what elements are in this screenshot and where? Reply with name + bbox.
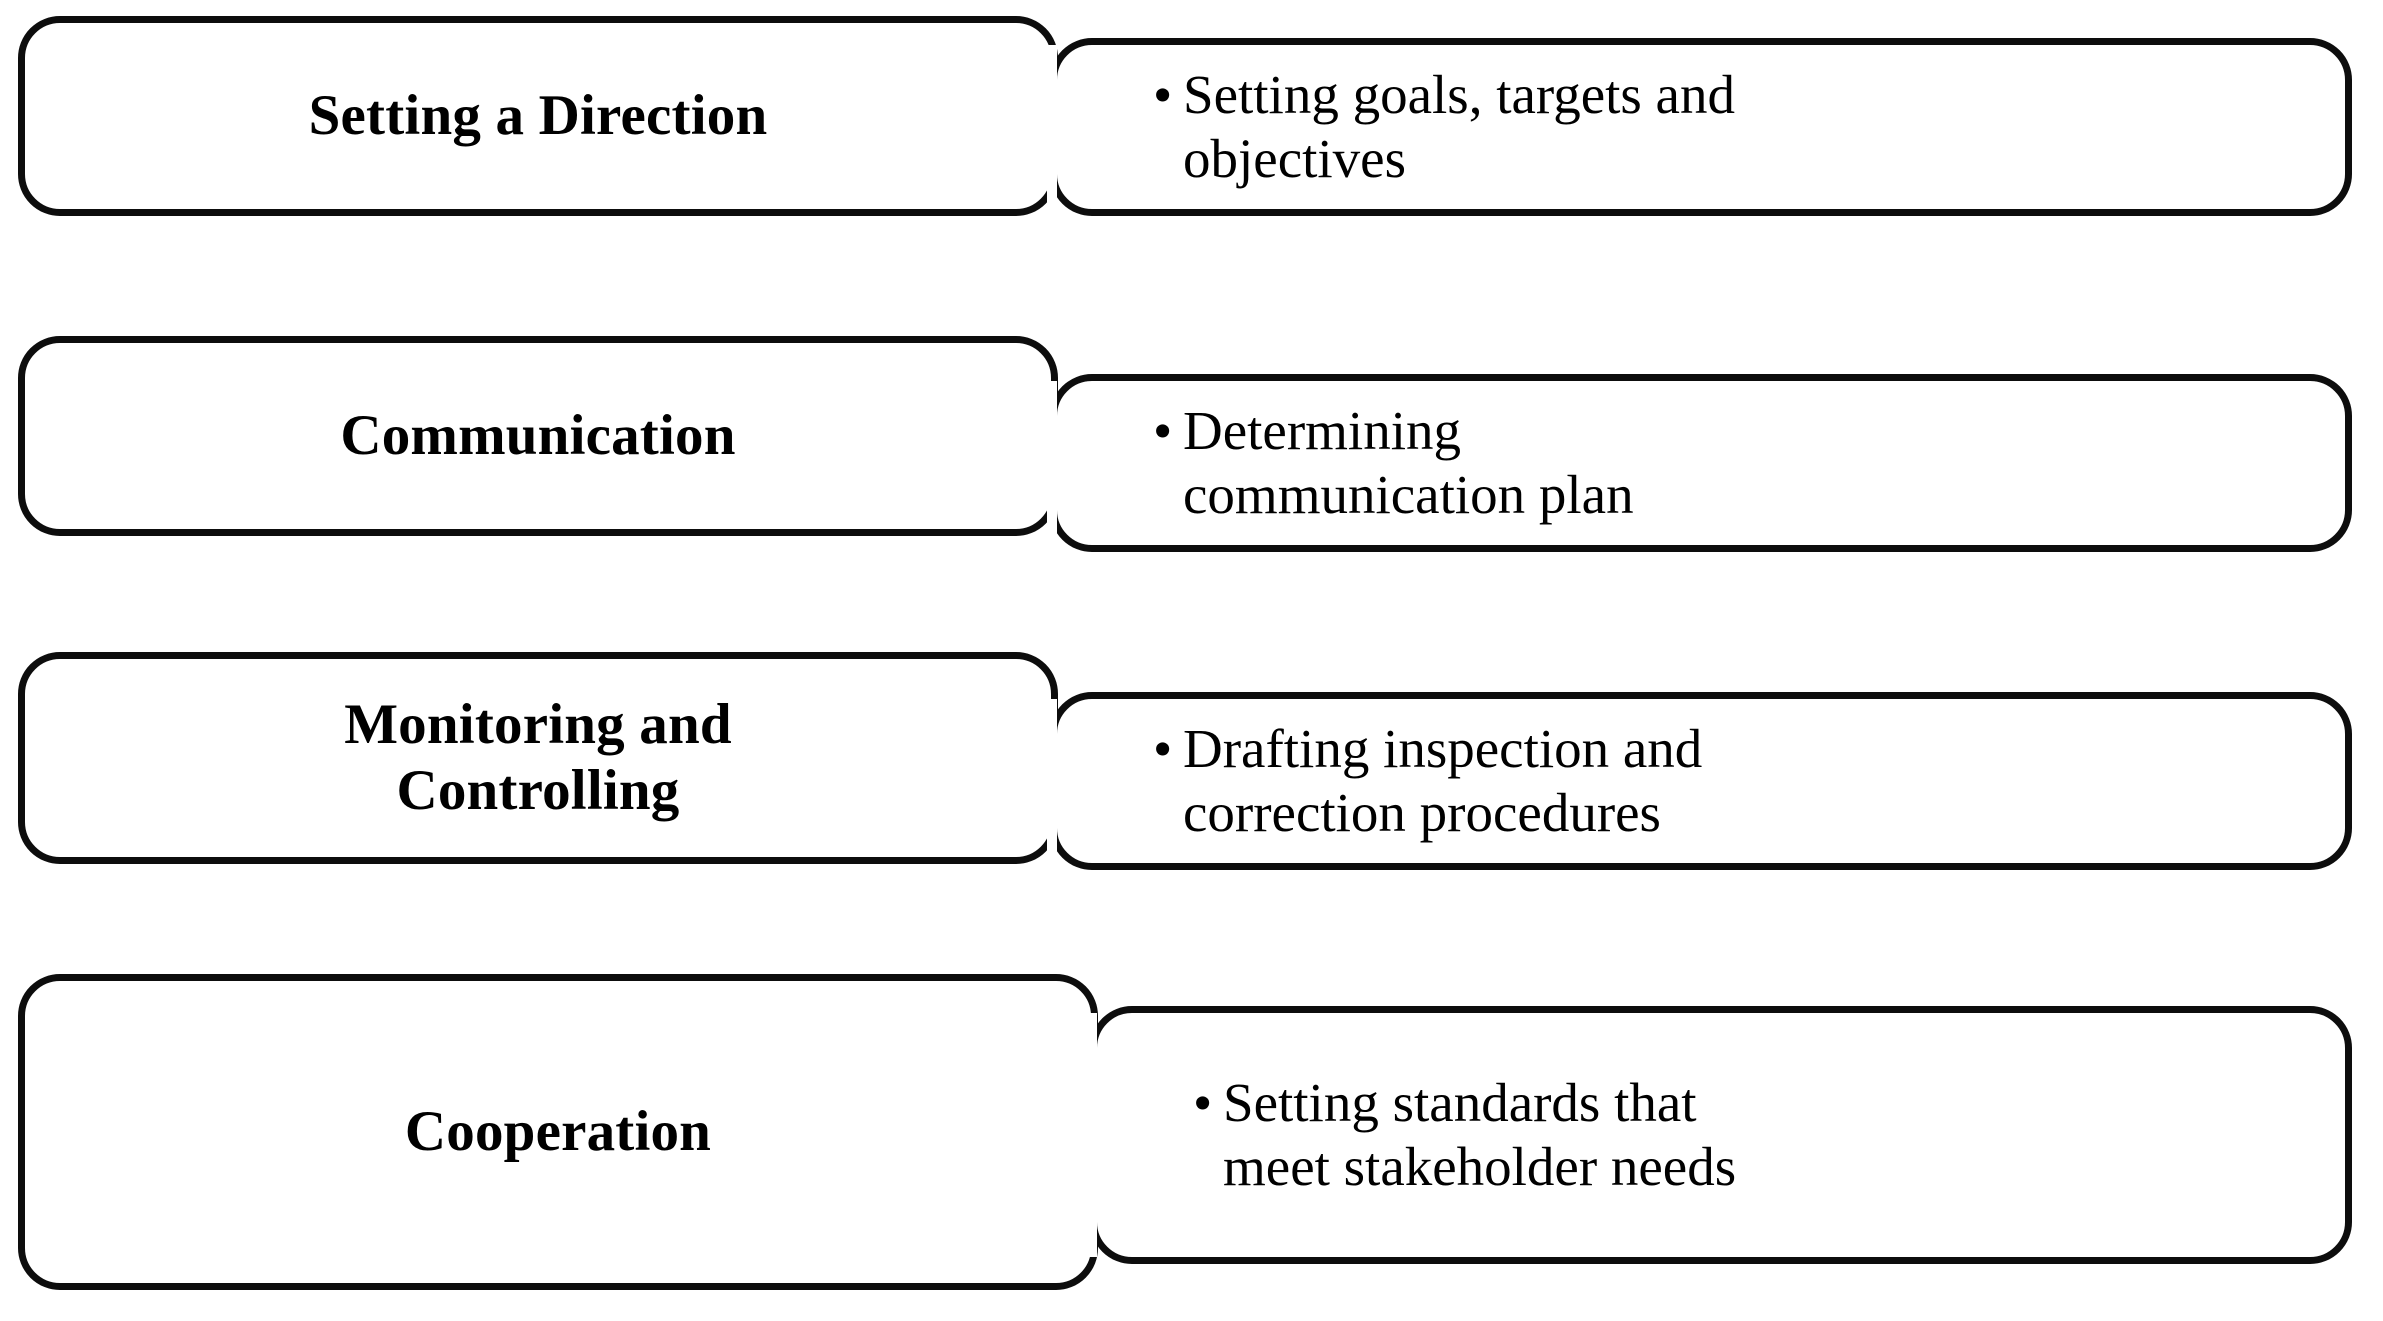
category-label: Monitoring and Controlling — [322, 692, 754, 824]
bullet-icon: • — [1153, 63, 1173, 125]
detail-bullet-list: • Setting goals, targets and objectives — [1057, 63, 2345, 192]
detail-bullet-list: • Drafting inspection and correction pro… — [1057, 717, 2345, 846]
detail-line-2: objectives — [1183, 128, 1406, 189]
category-label: Setting a Direction — [308, 83, 768, 147]
category-box-cooperation[interactable]: Cooperation — [18, 974, 1098, 1290]
detail-line-1: Drafting inspection and — [1183, 717, 1703, 779]
category-label: Cooperation — [404, 1099, 712, 1163]
list-item: • Setting standards that meet stakeholde… — [1193, 1071, 2345, 1200]
detail-bullet-list: • Determining communication plan — [1057, 399, 2345, 528]
bullet-icon: • — [1193, 1071, 1213, 1133]
list-item: • Setting goals, targets and objectives — [1153, 63, 2345, 192]
row-seam-1 — [1047, 45, 1057, 209]
row-seam-3 — [1047, 699, 1057, 863]
detail-line-2: correction procedures — [1183, 782, 1661, 843]
category-label-line-2: Controlling — [396, 759, 680, 822]
row-seam-2 — [1047, 381, 1057, 545]
bullet-icon: • — [1153, 717, 1173, 779]
diagram-row-2: Communication • Determining communicatio… — [0, 0, 2383, 552]
detail-line-2: communication plan — [1183, 464, 1634, 525]
detail-box-setting-a-direction[interactable]: • Setting goals, targets and objectives — [1050, 38, 2352, 216]
detail-line-2: meet stakeholder needs — [1223, 1136, 1737, 1197]
category-box-communication[interactable]: Communication — [18, 336, 1058, 536]
detail-bullet-list: • Setting standards that meet stakeholde… — [1097, 1071, 2345, 1200]
bullet-icon: • — [1153, 399, 1173, 461]
category-label-line-1: Monitoring and — [344, 692, 732, 756]
list-item: • Drafting inspection and correction pro… — [1153, 717, 2345, 846]
detail-line-1: Setting goals, targets and — [1183, 63, 1735, 125]
detail-box-cooperation[interactable]: • Setting standards that meet stakeholde… — [1090, 1006, 2352, 1264]
detail-box-communication[interactable]: • Determining communication plan — [1050, 374, 2352, 552]
diagram-row-4: Cooperation • Setting standards that mee… — [0, 0, 2383, 1290]
category-box-monitoring-and-controlling[interactable]: Monitoring and Controlling — [18, 652, 1058, 864]
row-seam-4 — [1087, 1013, 1097, 1257]
category-box-setting-a-direction[interactable]: Setting a Direction — [18, 16, 1058, 216]
diagram-row-3: Monitoring and Controlling • Drafting in… — [0, 0, 2383, 870]
category-label: Communication — [340, 403, 736, 467]
detail-line-1: Determining — [1183, 399, 1461, 461]
detail-line-1: Setting standards that — [1223, 1071, 1697, 1133]
detail-box-monitoring-and-controlling[interactable]: • Drafting inspection and correction pro… — [1050, 692, 2352, 870]
diagram-row-1: Setting a Direction • Setting goals, tar… — [0, 0, 2383, 330]
list-item: • Determining communication plan — [1153, 399, 2345, 528]
